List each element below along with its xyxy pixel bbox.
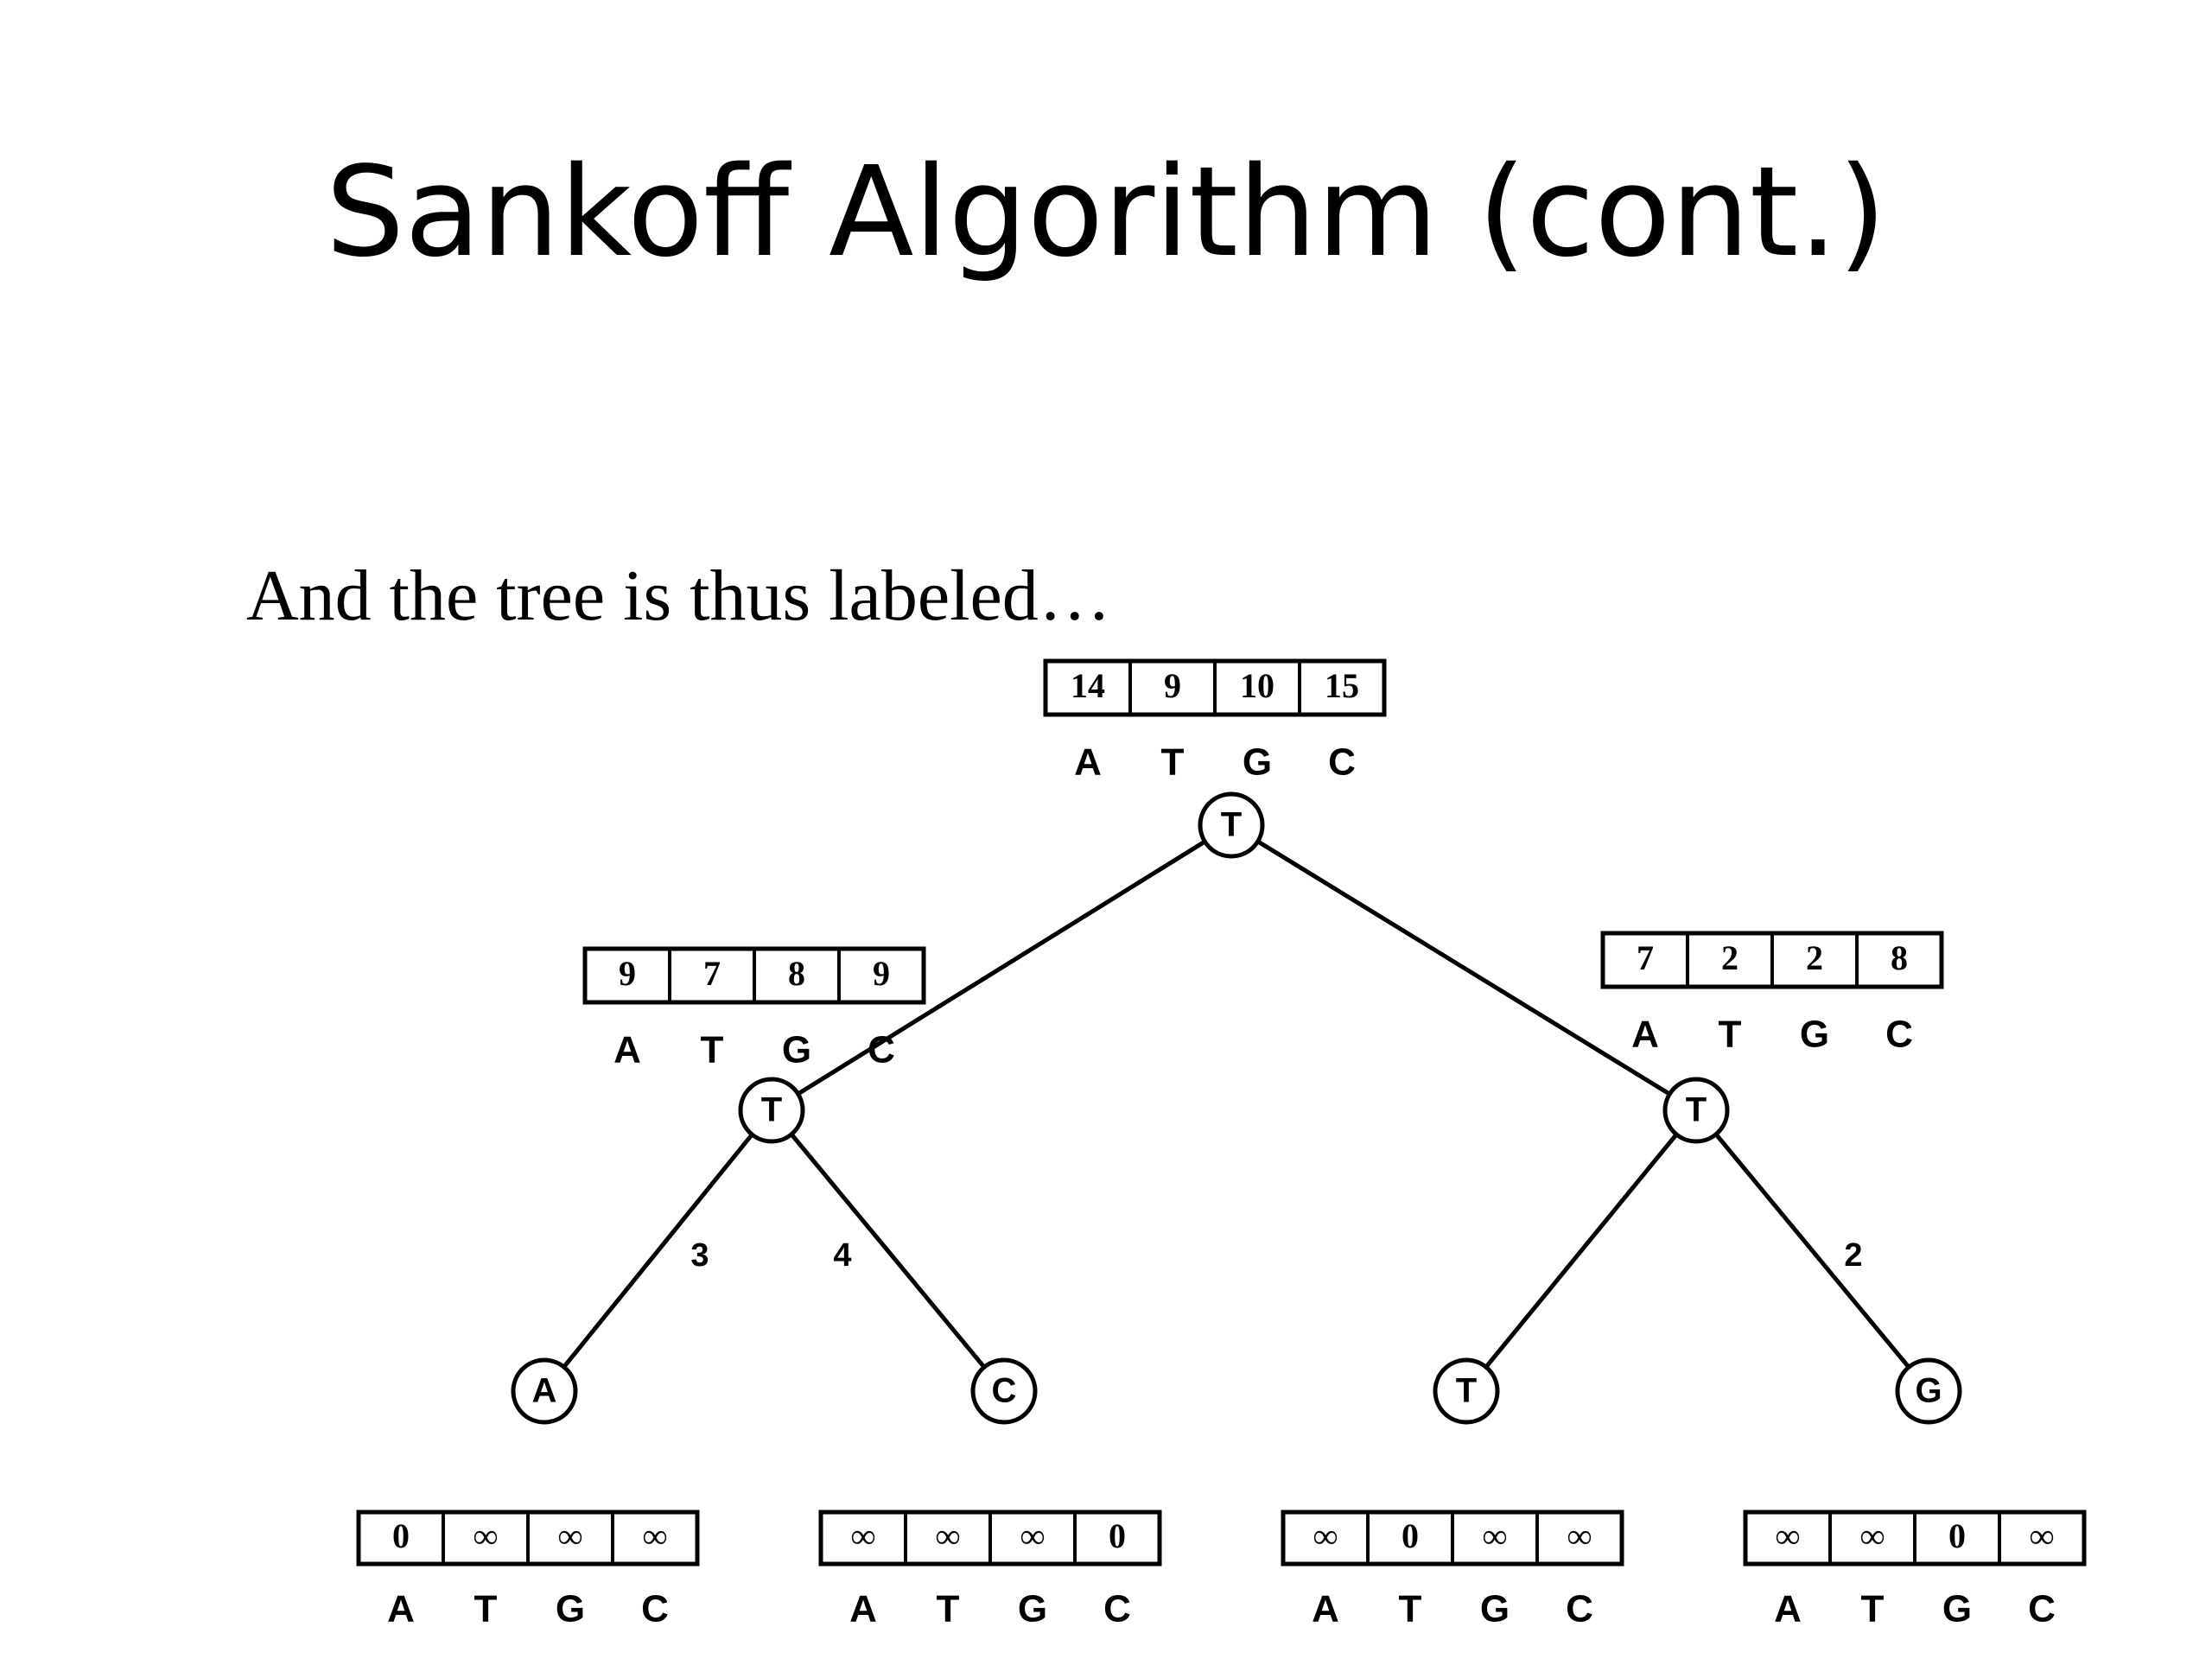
- cost-cell-a: 7: [1637, 938, 1654, 977]
- tree-node-left-internal: T: [738, 1077, 805, 1144]
- node-circle: [1433, 1357, 1500, 1425]
- tree-edge-left-internal-to-leaf-a: [543, 1109, 773, 1393]
- base-label-t: T: [701, 1029, 724, 1071]
- base-label-g: G: [782, 1029, 811, 1071]
- cost-table-left-internal: 9 7 8 9A T G C: [582, 946, 926, 1071]
- base-label-c: C: [1103, 1588, 1131, 1630]
- node-label: C: [992, 1372, 1017, 1410]
- cost-table-right-internal: 7 2 2 8A T G C: [1600, 931, 1944, 1056]
- cost-cell-g: 10: [1240, 666, 1274, 705]
- cost-cell-t: 7: [703, 954, 721, 993]
- cost-cell-a: 9: [619, 954, 636, 993]
- cost-cell-g: ∞: [1483, 1516, 1508, 1555]
- cost-table-leaf-g: ∞ ∞ 0 ∞ A T G C: [1743, 1510, 2087, 1630]
- base-label-g: G: [1480, 1588, 1510, 1630]
- tree-node-leaf-t: T: [1433, 1357, 1500, 1425]
- base-label-a: A: [1631, 1014, 1659, 1056]
- base-label-c: C: [1328, 741, 1356, 784]
- base-label-t: T: [1399, 1588, 1422, 1630]
- base-label-g: G: [1018, 1588, 1047, 1630]
- cost-cell-c: 0: [1109, 1516, 1126, 1555]
- tree-edge-root-to-right-internal: [1230, 823, 1698, 1113]
- node-label: T: [761, 1091, 782, 1129]
- base-label-g: G: [1243, 741, 1272, 784]
- node-label: G: [1915, 1372, 1942, 1410]
- node-circle: [1895, 1357, 1962, 1425]
- base-label-a: A: [1074, 741, 1102, 784]
- base-label-a: A: [849, 1588, 877, 1630]
- cost-cell-a: 14: [1071, 666, 1105, 705]
- base-label-t: T: [474, 1588, 498, 1630]
- base-label-g: G: [1942, 1588, 1972, 1630]
- node-circle: [738, 1077, 805, 1144]
- edge-weight-label: 4: [833, 1237, 851, 1274]
- cost-cell-c: 15: [1325, 666, 1359, 705]
- cost-cell-a: 0: [392, 1516, 410, 1555]
- cost-cell-g: 8: [788, 954, 805, 993]
- node-circle: [970, 1357, 1038, 1425]
- base-label-t: T: [1719, 1014, 1742, 1056]
- cost-cell-t: 0: [1402, 1516, 1419, 1555]
- tree-node-right-internal: T: [1662, 1077, 1730, 1144]
- tree-node-leaf-c: C: [970, 1357, 1038, 1425]
- base-label-g: G: [556, 1588, 585, 1630]
- tree-edge-right-internal-to-leaf-t: [1465, 1109, 1698, 1393]
- cost-cell-g: ∞: [1020, 1516, 1046, 1555]
- cost-table-leaf-c: ∞ ∞ ∞ 0A T G C: [818, 1510, 1162, 1630]
- base-label-c: C: [641, 1588, 669, 1630]
- edge-weight-label: 3: [690, 1237, 709, 1274]
- cost-cell-g: 2: [1806, 938, 1823, 977]
- cost-cell-t: 2: [1721, 938, 1738, 977]
- cost-cell-t: 9: [1164, 666, 1181, 705]
- tree-node-leaf-a: A: [511, 1357, 578, 1425]
- base-label-t: T: [937, 1588, 960, 1630]
- node-circle: [511, 1357, 578, 1425]
- node-label: A: [532, 1372, 557, 1410]
- base-label-c: C: [1566, 1588, 1593, 1630]
- tree-edge-right-internal-to-leaf-g: [1694, 1109, 1930, 1393]
- node-circle: [1662, 1077, 1730, 1144]
- tree-node-leaf-g: G: [1895, 1357, 1962, 1425]
- cost-cell-c: ∞: [2030, 1516, 2055, 1555]
- cost-cell-t: ∞: [474, 1516, 499, 1555]
- base-label-t: T: [1161, 741, 1185, 784]
- cost-cell-t: ∞: [936, 1516, 961, 1555]
- base-label-a: A: [387, 1588, 415, 1630]
- tree-edges: 3 4 2: [543, 823, 1930, 1393]
- node-label: T: [1686, 1091, 1707, 1129]
- edge-weight-label: 2: [1844, 1237, 1862, 1274]
- cost-cell-g: 0: [1948, 1516, 1966, 1555]
- cost-cell-a: ∞: [1313, 1516, 1338, 1555]
- cost-cell-c: ∞: [643, 1516, 668, 1555]
- base-label-c: C: [2028, 1588, 2056, 1630]
- base-label-g: G: [1800, 1014, 1829, 1056]
- base-label-a: A: [1774, 1588, 1802, 1630]
- node-circle: [1198, 791, 1265, 859]
- base-label-c: C: [868, 1029, 895, 1071]
- cost-cell-t: ∞: [1860, 1516, 1885, 1555]
- slide-title: Sankoff Algorithm (cont.): [325, 139, 1887, 284]
- cost-cell-g: ∞: [558, 1516, 583, 1555]
- cost-table-leaf-t: ∞ 0 ∞ ∞ A T G C: [1281, 1510, 1624, 1630]
- node-label: T: [1456, 1372, 1477, 1410]
- base-label-a: A: [613, 1029, 641, 1071]
- cost-cell-c: 8: [1891, 938, 1908, 977]
- base-label-c: C: [1885, 1014, 1913, 1056]
- tree-node-root: T: [1198, 791, 1265, 859]
- tree-edge-left-internal-to-leaf-c: [770, 1109, 1006, 1393]
- cost-table-root: 14 9 10 15A T G C: [1043, 658, 1387, 784]
- base-label-a: A: [1312, 1588, 1339, 1630]
- tree-edge-root-to-left-internal: [770, 823, 1233, 1113]
- node-label: T: [1221, 806, 1242, 844]
- cost-cell-a: ∞: [851, 1516, 876, 1555]
- cost-cell-c: ∞: [1567, 1516, 1592, 1555]
- slide-subtitle: And the tree is thus labeled…: [246, 556, 1111, 636]
- cost-cell-c: 9: [873, 954, 890, 993]
- base-label-t: T: [1861, 1588, 1885, 1630]
- cost-table-leaf-a: 0 ∞ ∞ ∞ A T G C: [356, 1510, 700, 1630]
- cost-cell-a: ∞: [1776, 1516, 1801, 1555]
